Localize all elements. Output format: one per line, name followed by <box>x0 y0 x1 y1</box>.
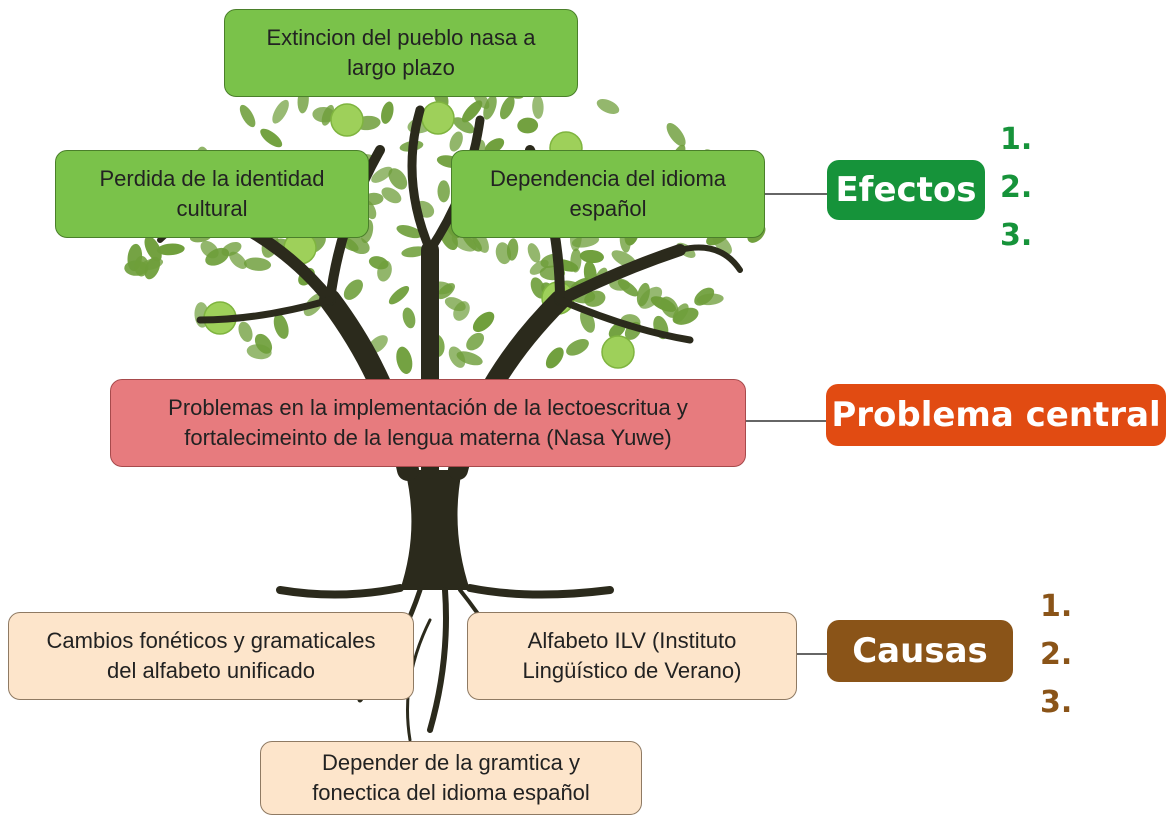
effects-number-3: 3. <box>1000 218 1033 253</box>
leaf-shape <box>401 246 428 258</box>
effect-top-text: Extincion del pueblo nasa a largo plazo <box>266 25 536 80</box>
effects-connector <box>765 193 827 195</box>
causes-number-1: 1. <box>1040 589 1073 624</box>
effect-left-box: Perdida de la identidad cultural <box>55 150 369 238</box>
leaf-shape <box>437 180 450 203</box>
problem-connector <box>746 420 826 422</box>
central-problem-text: Problemas en la implementación de la lec… <box>168 395 688 450</box>
leaf-shape <box>243 257 272 271</box>
leaf-shape <box>452 117 475 134</box>
leaf-shape <box>517 117 539 134</box>
effects-number-1: 1. <box>1000 122 1033 157</box>
causes-label: Causas <box>827 620 1013 682</box>
leaf-shape <box>239 104 256 128</box>
leaf-shape <box>254 333 273 354</box>
central-problem-box: Problemas en la implementación de la lec… <box>110 379 746 467</box>
apple-shape <box>421 101 455 135</box>
leaf-shape <box>156 243 185 256</box>
leaf-shape <box>532 94 544 119</box>
leaf-shape <box>381 101 394 124</box>
leaf-shape <box>273 313 289 339</box>
leaf-shape <box>396 225 423 239</box>
cause-right-box: Alfabeto ILV (Instituto Lingüístico de V… <box>467 612 797 700</box>
leaf-shape <box>444 297 466 312</box>
leaf-shape <box>449 131 463 152</box>
effects-label: Efectos <box>827 160 985 220</box>
leaf-shape <box>229 251 247 269</box>
leaf-shape <box>638 286 663 309</box>
effect-right-box: Dependencia del idioma español <box>451 150 765 238</box>
leaf-shape <box>238 321 253 342</box>
causes-number-list: 1. 2. 3. <box>1040 583 1072 727</box>
leaf-shape <box>673 307 699 325</box>
cause-bottom-text: Depender de la gramtica y fonectica del … <box>312 750 590 805</box>
leaf-shape <box>200 240 219 259</box>
leaf-shape <box>388 286 410 305</box>
effect-right-text: Dependencia del idioma español <box>489 166 727 221</box>
leaf-shape <box>260 128 283 148</box>
leaf-shape <box>221 241 242 257</box>
leaf-shape <box>596 99 620 114</box>
cause-left-box: Cambios fonéticos y gramaticales del alf… <box>8 612 414 700</box>
leaf-shape <box>530 277 546 299</box>
leaf-shape <box>495 242 512 265</box>
leaf-shape <box>368 256 389 270</box>
effects-number-list: 1. 2. 3. <box>1000 116 1032 260</box>
leaf-shape <box>529 259 549 275</box>
leaf-shape <box>144 236 162 262</box>
effect-left-text: Perdida de la identidad cultural <box>99 166 325 221</box>
cause-left-text: Cambios fonéticos y gramaticales del alf… <box>46 628 376 683</box>
leaf-shape <box>134 255 149 277</box>
apple-shape <box>330 103 364 137</box>
leaf-shape <box>545 347 564 369</box>
effect-top-box: Extincion del pueblo nasa a largo plazo <box>224 9 578 97</box>
leaf-shape <box>617 279 639 297</box>
leaf-shape <box>346 236 370 255</box>
leaf-shape <box>272 99 289 124</box>
leaf-shape <box>448 346 466 368</box>
leaf-shape <box>500 96 515 120</box>
leaf-shape <box>381 187 402 204</box>
effects-number-2: 2. <box>1000 170 1033 205</box>
leaf-shape <box>371 166 393 183</box>
leaf-shape <box>312 106 336 123</box>
leaf-shape <box>472 311 495 333</box>
leaf-shape <box>570 248 582 273</box>
leaf-shape <box>660 296 679 318</box>
leaf-shape <box>712 233 732 255</box>
leaf-shape <box>461 100 483 123</box>
leaf-shape <box>696 293 724 306</box>
leaf-shape <box>402 307 416 329</box>
causes-connector <box>797 653 827 655</box>
leaf-shape <box>527 243 541 263</box>
leaf-shape <box>566 339 589 356</box>
causes-number-3: 3. <box>1040 685 1073 720</box>
leaf-shape <box>388 168 408 190</box>
cause-bottom-box: Depender de la gramtica y fonectica del … <box>260 741 642 815</box>
leaf-shape <box>571 235 600 248</box>
leaf-shape <box>466 332 485 351</box>
leaf-shape <box>579 249 604 264</box>
leaf-shape <box>666 122 686 147</box>
leaf-shape <box>343 279 363 300</box>
leaf-shape <box>396 346 413 374</box>
cause-right-text: Alfabeto ILV (Instituto Lingüístico de V… <box>522 628 742 683</box>
problem-central-label: Problema central <box>826 384 1166 446</box>
causes-number-2: 2. <box>1040 637 1073 672</box>
apple-shape <box>601 335 635 369</box>
